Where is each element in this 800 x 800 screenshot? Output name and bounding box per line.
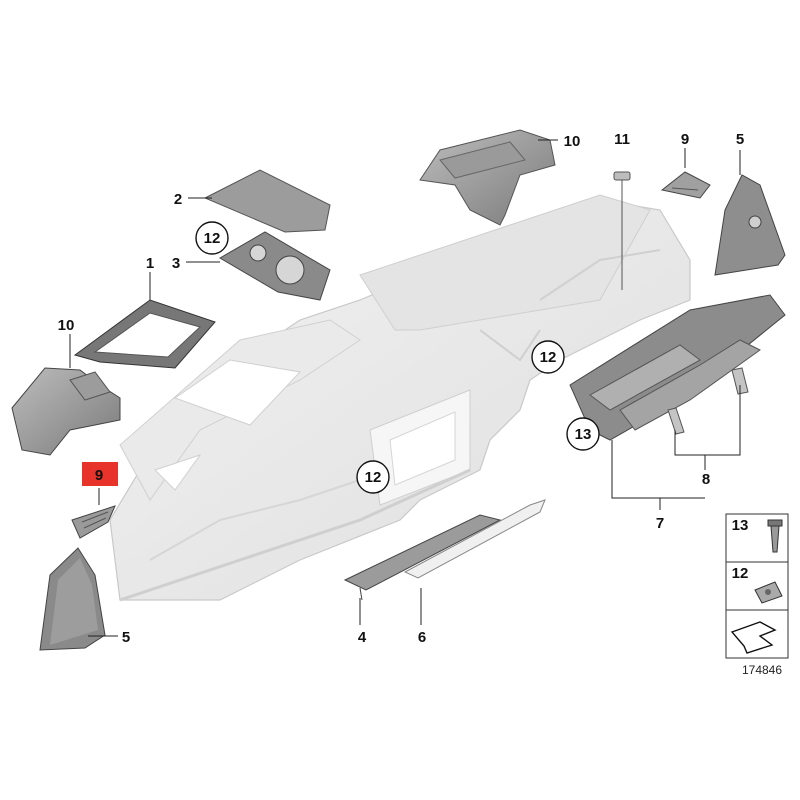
part-4-trim-strip [343, 514, 502, 601]
part-5-end-panel-top [714, 174, 786, 276]
diagram-number: 174846 [742, 663, 782, 677]
part-labels: 1 2 3 4 5 5 6 7 8 9 10 10 11 [58, 131, 745, 646]
part-1-trim-frame [73, 299, 216, 369]
part-9-vent-left [71, 505, 116, 539]
part-9-vent-right [660, 171, 711, 199]
label-11: 11 [614, 131, 630, 148]
label-9-top: 9 [681, 131, 689, 148]
label-2: 2 [174, 191, 182, 208]
svg-text:12: 12 [204, 230, 221, 247]
svg-text:13: 13 [575, 426, 592, 443]
leader-lines [69, 139, 741, 637]
clip-nut-icon [754, 581, 783, 604]
label-4: 4 [358, 629, 367, 646]
legend-label-13: 13 [732, 517, 749, 534]
part-10-air-duct-top [419, 129, 556, 226]
svg-text:9: 9 [95, 467, 103, 484]
mounting-arrow-icon [730, 621, 777, 654]
circled-labels: 12 12 12 13 [195, 221, 600, 494]
label-1: 1 [146, 255, 154, 272]
fastener-legend: 13 12 [725, 513, 789, 659]
label-10-left: 10 [58, 317, 75, 334]
screw-icon [767, 519, 783, 553]
label-6: 6 [418, 629, 426, 646]
label-10-top: 10 [564, 133, 581, 150]
circle-label-13: 13 [566, 417, 600, 451]
part-11-clip [613, 171, 631, 181]
part-10-air-duct-left [11, 367, 121, 456]
label-5-top: 5 [736, 131, 744, 148]
dashboard-carrier [109, 175, 691, 602]
label-8: 8 [702, 471, 710, 488]
part-5-end-panel-bottom [39, 547, 106, 651]
label-5-bottom: 5 [122, 629, 130, 646]
part-2-speaker-grille [203, 169, 331, 233]
part-8-bracket [667, 367, 749, 435]
circle-label-12-b: 12 [531, 340, 565, 374]
part-6-trim-strip [403, 499, 546, 579]
svg-text:12: 12 [540, 349, 557, 366]
svg-text:12: 12 [365, 469, 382, 486]
circle-label-12-c: 12 [356, 460, 390, 494]
part-3-speaker-bracket [219, 231, 331, 301]
highlighted-label-9: 9 [82, 462, 118, 486]
part-7-carrier [569, 294, 786, 441]
circle-label-12-a: 12 [195, 221, 229, 255]
label-3: 3 [172, 255, 180, 272]
legend-label-12: 12 [732, 565, 749, 582]
label-7: 7 [656, 515, 664, 532]
